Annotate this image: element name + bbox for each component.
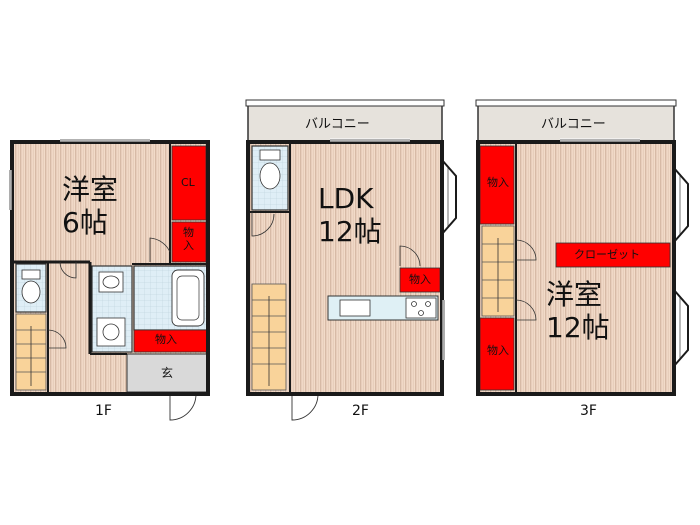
floor-3-closet (555, 242, 671, 268)
floor-3-room-size: 12帖 (546, 311, 610, 344)
floor-3-storage-lower (479, 317, 515, 391)
floor-1-room-size: 6帖 (62, 206, 108, 239)
floor-1-front-door (169, 393, 197, 421)
floor-1-room-name: 洋室 (62, 173, 119, 206)
floor-1-entrance-label: 玄 (161, 366, 174, 380)
floor-1-washroom (91, 265, 133, 353)
floor-3-room-label: 洋室 12帖 (546, 278, 610, 344)
floor-3-room-name: 洋室 (546, 278, 603, 311)
floor-1-storage-upper-label: 物入 (183, 226, 194, 252)
floor-1-plan (8, 138, 210, 421)
floor-3-balcony (477, 103, 675, 143)
floor-2-plan (245, 99, 457, 421)
floor-3-plan (475, 99, 689, 396)
floor-3-outer-wall (476, 140, 676, 396)
floor-1-stairs (15, 313, 47, 391)
floor-3-storage-lower-label: 物入 (487, 344, 509, 357)
floor-2-toilet (251, 145, 289, 211)
floor-1-toilet (15, 263, 47, 313)
floor-1-room-label: 洋室 6帖 (62, 173, 118, 239)
floor-2-storage (399, 267, 441, 293)
floor-1-closet-label: CL (181, 176, 195, 189)
floor-2-outer-wall (246, 140, 444, 396)
floor-2-label: 2F (352, 403, 369, 419)
floor-2-balcony-label: バルコニー (305, 117, 370, 132)
floor-1-entrance (126, 353, 208, 393)
floor-1-bathroom (133, 265, 209, 331)
floor-1-storage-upper (171, 221, 207, 263)
floor-3-label: 3F (580, 403, 597, 419)
kitchen-counter (327, 295, 439, 321)
floor-2-stairs (251, 283, 287, 391)
floor-2-room-size: 12帖 (318, 215, 382, 248)
floor-2-balcony (247, 103, 443, 143)
floor-1-label: 1F (95, 403, 112, 419)
floor-3-stairs (481, 225, 515, 317)
floor-3-balcony-label: バルコニー (541, 117, 606, 132)
floor-3-storage-upper-label: 物入 (487, 176, 509, 189)
floor-1-outer-wall (10, 140, 210, 396)
floor-2-room-label: LDK 12帖 (318, 182, 382, 248)
floor-1-storage-lower-label: 物入 (155, 333, 177, 346)
floor-2-storage-label: 物入 (409, 273, 431, 286)
floor-2-room-name: LDK (318, 182, 374, 215)
floor-3-closet-label: クローゼット (574, 248, 640, 261)
